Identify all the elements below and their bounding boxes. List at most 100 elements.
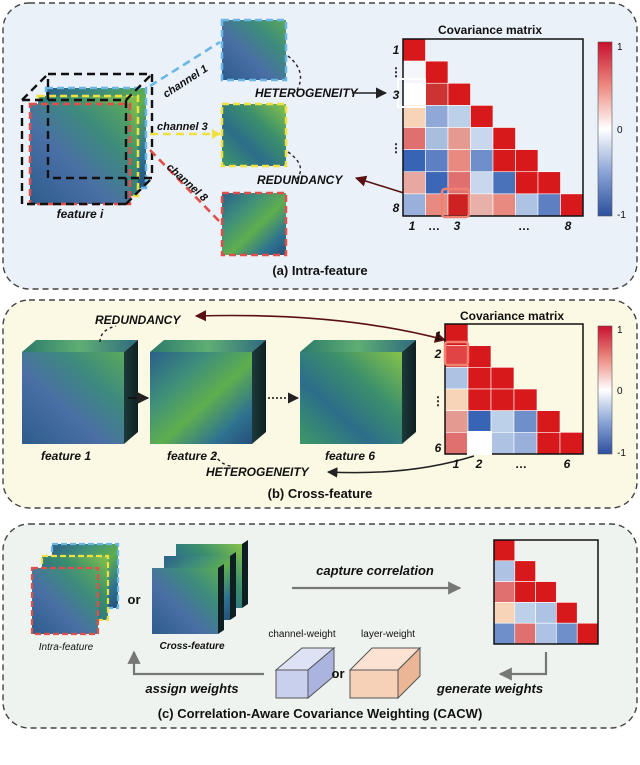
matrix-b-title: Covariance matrix [460,309,564,323]
feature-1-cube [22,340,138,444]
colorbar-b-mid: 0 [617,386,623,397]
feature-2-label: feature 2 [167,449,217,463]
matrix-c-cell-4-0 [493,622,516,645]
matrix-a-cell-7-5 [515,193,539,217]
channel-3-label: channel 3 [157,121,208,133]
matrix-b-cell-2-1 [467,367,492,390]
matrix-c-cell-4-3 [556,622,578,645]
matrix-c-cell-4-1 [514,622,536,645]
matrix-a-cell-5-0 [402,149,426,173]
matrix-c-border [493,539,599,645]
matrix-b-cell-5-1 [467,432,492,455]
cross-feature-label: Cross-feature [159,641,224,652]
matrix-b-cell-5-3 [513,432,538,455]
matrix-c-cell-2-0 [493,581,516,603]
matrix-a-cell-2-2 [447,82,471,106]
matrix-b-cell-2-0 [444,367,469,390]
intra-feature-thumbnail [30,542,120,636]
colorbar-a-mid: 0 [617,125,623,136]
matrix-a-cell-7-3 [470,193,494,217]
matrix-a-cell-5-4 [492,149,516,173]
matrix-b-cell-5-5 [559,432,584,455]
channel-3-image [220,102,288,168]
matrix-a-cell-6-6 [537,171,561,195]
matrix-b-cell-4-1 [467,410,492,433]
matrix-b-cell-1-1 [467,345,492,368]
svg-text:1: 1 [453,457,460,471]
svg-text:…: … [515,457,527,471]
matrix-a-cell-3-3 [470,105,494,128]
feature-1-label: feature 1 [41,449,91,463]
matrix-a-row-labels: 1 ⋮ 3 ⋮ 8 [390,43,402,215]
matrix-c-cell-2-1 [514,581,536,603]
matrix-c-cell-2-2 [535,581,557,603]
matrix-b-cell-2-2 [490,367,515,390]
matrix-a-cell-2-0 [402,82,426,106]
matrix-a-highlight-white [397,78,426,108]
matrix-a-cell-7-4 [492,193,516,217]
channel-weight-box [274,646,336,700]
assign-arrow [127,650,264,676]
matrix-a-cell-5-2 [447,149,471,173]
heterogeneity-arrow-b [326,455,475,478]
svg-text:6: 6 [564,457,571,471]
matrix-a-col-labels: 1 … 3 … 8 [409,219,572,233]
matrix-a-highlight-red [440,187,471,219]
matrix-a-cell-7-0 [402,193,426,217]
heterogeneity-label-b: HETEROGENEITY [206,465,310,479]
matrix-a-cell-4-2 [447,127,471,150]
svg-text:⋮: ⋮ [432,394,444,408]
svg-text:⋮: ⋮ [390,141,402,155]
svg-text:1: 1 [409,219,416,233]
channel-1-image [220,18,288,82]
colorbar-b [597,325,613,455]
svg-text:…: … [428,219,440,233]
feature-6-label: feature 6 [325,449,375,463]
matrix-a-cell-7-2 [447,193,471,217]
matrix-b-cell-5-2 [490,432,515,455]
channel-8-image [220,191,288,257]
matrix-b-cell-3-1 [467,388,492,411]
matrix-c-cell-3-3 [556,602,578,624]
feature-2-cube [150,340,266,444]
assign-weights-label: assign weights [145,681,238,696]
feature-i-stack [20,72,154,206]
covariance-matrix-b [444,323,584,455]
matrix-a-cell-5-5 [515,149,539,173]
matrix-b-cell-4-4 [536,410,561,433]
matrix-a-cell-6-1 [425,171,449,195]
matrix-a-cell-6-5 [515,171,539,195]
matrix-b-cell-4-3 [513,410,538,433]
matrix-b-cell-4-2 [490,410,515,433]
matrix-c-cell-4-4 [576,622,599,645]
cross-feature-thumbnail [152,540,248,634]
svg-text:…: … [518,219,530,233]
covariance-matrix-c [493,539,599,645]
matrix-a-border [402,38,584,217]
svg-text:8: 8 [565,219,572,233]
channel-weight-label: channel-weight [268,629,335,640]
matrix-a-cell-3-2 [447,105,471,128]
or-label-features: or [128,592,141,607]
svg-text:2: 2 [434,347,442,361]
capture-correlation-label: capture correlation [316,563,434,578]
matrix-a-title: Covariance matrix [438,23,542,37]
matrix-a-cell-6-2 [447,171,471,195]
matrix-a-cell-2-1 [425,82,449,106]
matrix-a-cell-5-3 [470,149,494,173]
colorbar-b-min: -1 [617,448,626,459]
svg-text:6: 6 [435,441,442,455]
redundancy-arrow-b [194,310,447,343]
matrix-c-cell-1-0 [493,560,516,582]
matrix-b-highlight-white [467,431,492,455]
panel-b-caption: (b) Cross-feature [268,486,373,501]
layer-weight-label: layer-weight [361,629,415,640]
matrix-a-cell-3-1 [425,105,449,128]
matrix-c-cell-3-0 [493,602,516,624]
colorbar-b-max: 1 [617,325,623,336]
matrix-a-cell-4-3 [470,127,494,150]
matrix-b-col-labels: 1 2 … 6 [453,457,571,471]
heterogeneity-label-a: HETEROGENEITY [255,86,359,100]
intra-feature-label: Intra-feature [39,642,94,653]
feature-6-cube [300,340,416,444]
